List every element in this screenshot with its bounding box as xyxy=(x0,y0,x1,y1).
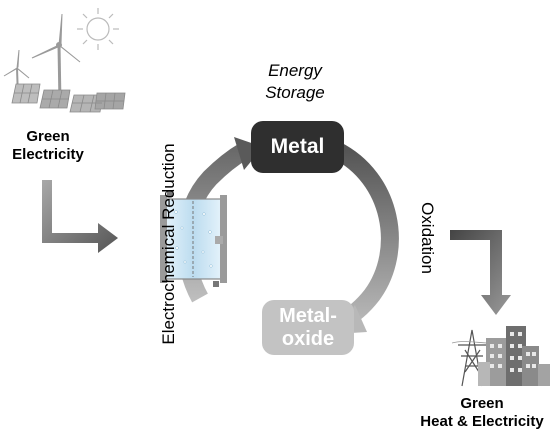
storage-line-2: Storage xyxy=(265,83,325,102)
source-line-1: Green xyxy=(26,128,70,145)
metal-node: Metal xyxy=(251,121,344,173)
output-flow-arrow xyxy=(450,230,511,315)
city-buildings-icon xyxy=(478,326,550,386)
solar-panel-icon xyxy=(11,83,126,113)
green-heat-electricity-label: Green Heat & Electricity xyxy=(404,395,560,431)
metal-node-label: Metal xyxy=(270,135,325,158)
storage-line-1: Energy xyxy=(268,61,322,80)
electrochemical-cell-icon xyxy=(160,191,227,287)
input-flow-arrow xyxy=(42,180,118,253)
source-line-2: Electricity xyxy=(12,146,84,163)
energy-storage-label: Energy Storage xyxy=(240,60,350,104)
electrochemical-reduction-label: Electrochemical Reduction xyxy=(159,143,178,345)
oxide-line-2: oxide xyxy=(281,327,335,350)
target-line-2: Heat & Electricity xyxy=(420,413,544,430)
oxidation-label: Oxidation xyxy=(418,202,437,274)
metal-oxide-node: Metal- oxide xyxy=(262,300,354,355)
green-electricity-label: Green Electricity xyxy=(0,128,96,164)
target-line-1: Green xyxy=(460,395,504,412)
sun-icon xyxy=(77,8,119,50)
oxide-line-1: Metal- xyxy=(279,304,337,327)
